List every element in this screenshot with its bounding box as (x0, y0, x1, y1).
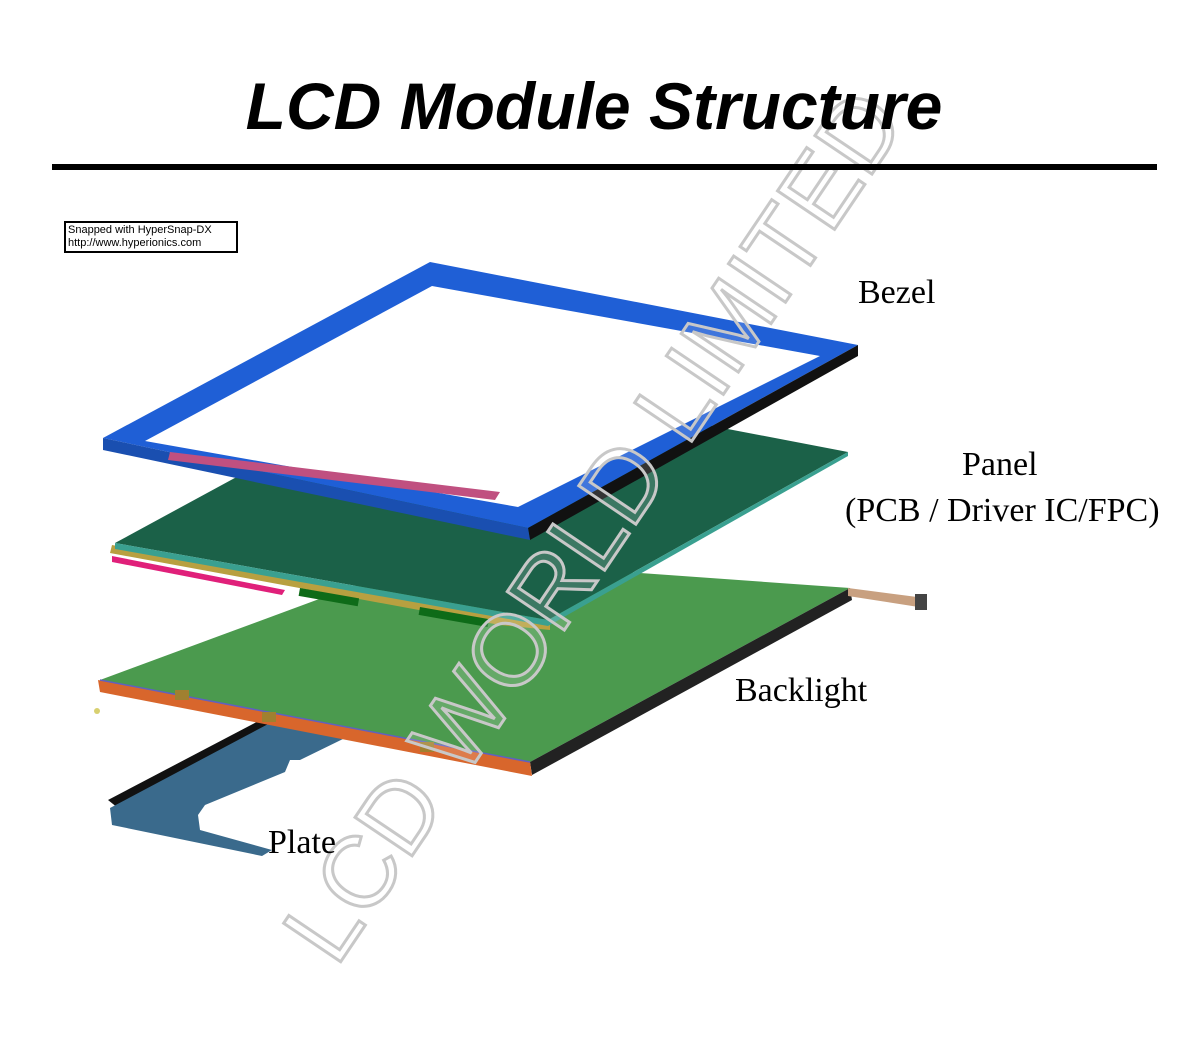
plate-label: Plate (268, 824, 336, 861)
snapshot-label: Snapped with HyperSnap-DX http://www.hyp… (64, 221, 238, 253)
backlight-part (94, 558, 927, 776)
title-divider (52, 164, 1157, 170)
backlight-label: Backlight (735, 672, 868, 709)
snapshot-label-line2: http://www.hyperionics.com (68, 237, 202, 249)
bezel-label: Bezel (858, 274, 936, 311)
panel-label: Panel (962, 446, 1038, 483)
bezel-part (103, 262, 858, 540)
page-title: LCD Module Structure (245, 69, 943, 143)
panel-sub-label: (PCB / Driver IC/FPC) (845, 492, 1160, 529)
plate-part (108, 716, 345, 856)
snapshot-label-line1: Snapped with HyperSnap-DX (68, 224, 212, 236)
